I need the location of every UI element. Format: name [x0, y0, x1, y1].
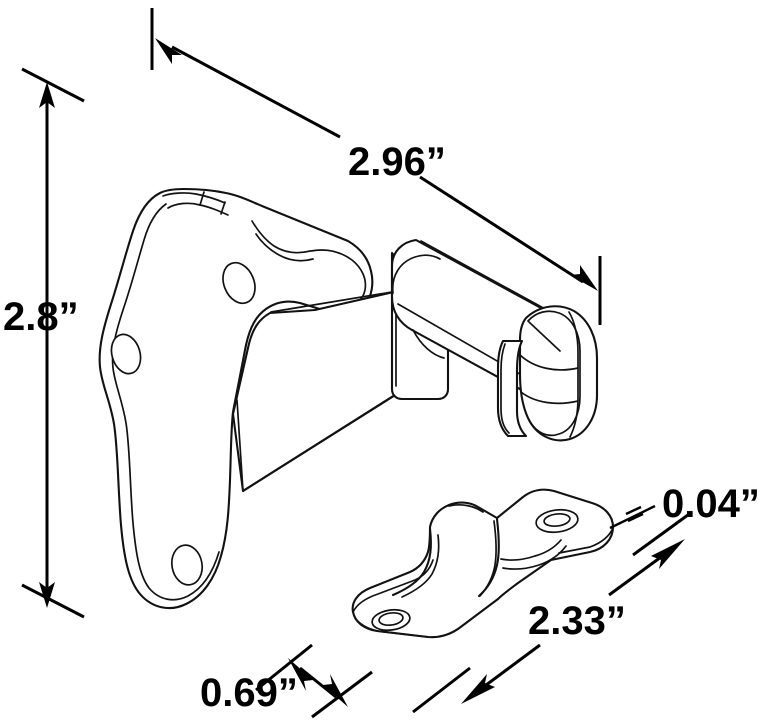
- end-cap-inner-contour: [527, 310, 581, 437]
- clip-bridge-left-riser2: [401, 534, 440, 598]
- clip-bridge-left-riser: [391, 527, 432, 597]
- cylinder-cap-left: [391, 254, 441, 294]
- clip-right-ear-thickness: [558, 527, 614, 554]
- arrow-head-projection-right: [570, 265, 598, 291]
- thickness-tick-b: [627, 512, 644, 523]
- clip-bridge-inner-curve: [479, 520, 497, 597]
- mounting-hole-middle: [110, 333, 142, 375]
- clip-bridge-return-flange: [500, 539, 562, 561]
- arrow-head-projection-left: [155, 38, 182, 64]
- mount-plate-outer: [98, 187, 374, 610]
- clip-left-ear-thickness: [354, 617, 429, 638]
- ext-line-clip-width-lower: [311, 670, 373, 719]
- clip-hole-right-inner: [543, 512, 571, 528]
- cylinder-top-line: [420, 240, 548, 311]
- arrow-head-height-top: [39, 82, 55, 108]
- mounting-hole-upper: [222, 261, 256, 305]
- thickness-tick-a: [625, 505, 642, 516]
- clip-left-ear-top: [352, 559, 434, 613]
- clip-bridge-crown: [448, 503, 484, 513]
- ext-line-clip-length-lower: [412, 666, 471, 714]
- mount-plate-inner-contour: [111, 203, 220, 601]
- arrow-head-height-bottom: [39, 582, 55, 608]
- mount-plate-notch-contour2: [255, 233, 314, 262]
- mount-plate-facet-a: [199, 191, 205, 206]
- dim-line-projection-b: [419, 175, 584, 284]
- mount-plate-facet-b: [220, 201, 226, 215]
- gusset-top-edge: [270, 290, 399, 313]
- end-cap-inner-contour2: [568, 311, 579, 438]
- thickness-leader: [609, 504, 656, 530]
- mount-plate-notch-contour: [251, 220, 311, 254]
- mounting-hole-lower: [170, 544, 204, 586]
- saddle-clip-part: [351, 488, 615, 639]
- gusset-web: [231, 289, 402, 493]
- dim-label-projection: 2.96”: [348, 140, 446, 184]
- gusset-bottom-edge: [241, 391, 400, 493]
- dimension-clip-width-0-69: 0.69”: [200, 643, 373, 719]
- mount-plate-edge-top: [162, 192, 226, 204]
- clip-hole-left-inner: [378, 611, 404, 627]
- dim-label-clip-width: 0.69”: [200, 671, 298, 715]
- ext-line-clip-length-upper: [632, 510, 693, 557]
- end-cap-ring-2: [520, 391, 579, 405]
- ext-line-clip-width-upper: [255, 643, 313, 692]
- saddle-return-lip: [496, 339, 528, 438]
- arrow-head-clip-width-upper: [288, 658, 313, 691]
- cylinder-end-cap: [518, 305, 599, 442]
- dimension-clip-length-2-33: 2.33”: [412, 510, 693, 714]
- dimension-height-2-8: 2.8”: [3, 67, 85, 619]
- dim-line-projection-a: [171, 45, 341, 139]
- arrow-head-clip-length-lower: [461, 674, 495, 704]
- arrow-head-clip-width-lower: [323, 674, 348, 707]
- end-cap-split: [528, 321, 561, 352]
- arrow-head-clip-length-upper: [651, 539, 685, 569]
- handrail-bracket-part: [98, 187, 599, 610]
- end-cap-ring-1: [519, 354, 579, 371]
- cylinder-underside-arc: [412, 329, 445, 359]
- dim-line-clip-width: [299, 666, 337, 699]
- dim-label-thickness: 0.04”: [662, 482, 760, 526]
- dim-label-clip-length: 2.33”: [528, 599, 626, 643]
- dimension-thickness-0-04: 0.04”: [609, 482, 760, 530]
- ext-line-height-top: [21, 67, 85, 103]
- dim-label-height: 2.8”: [3, 295, 79, 339]
- dimension-projection-2-96: 2.96”: [150, 8, 602, 325]
- gusset-crease: [236, 399, 244, 492]
- ext-line-height-bottom: [21, 583, 85, 619]
- saddle-lip-edge: [500, 343, 510, 434]
